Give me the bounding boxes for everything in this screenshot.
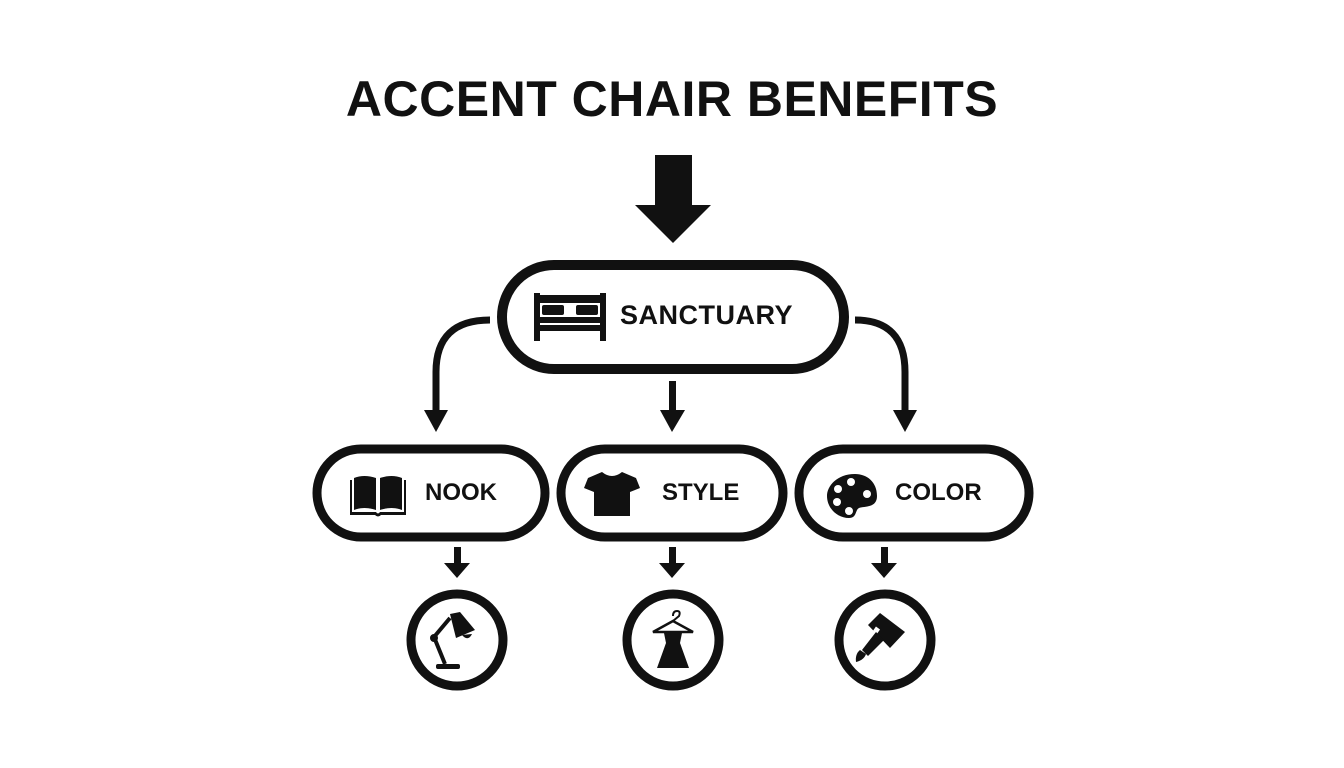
diagram-title: ACCENT CHAIR BENEFITS <box>345 71 999 127</box>
style-down-arrow <box>659 547 685 578</box>
desk-lamp-icon <box>430 612 475 669</box>
sanctuary-label: SANCTUARY <box>620 300 793 330</box>
color-node <box>794 444 1034 542</box>
palette-icon <box>827 474 877 518</box>
nook-leaf-circle <box>406 589 508 691</box>
paintbrush-icon <box>855 613 905 662</box>
connector-left <box>424 316 491 432</box>
connector-right <box>854 316 917 432</box>
t-shirt-icon <box>584 472 640 516</box>
connector-center <box>660 381 685 432</box>
bed-icon <box>534 293 606 341</box>
nook-down-arrow <box>444 547 470 578</box>
title-down-arrow <box>635 155 711 243</box>
style-label: STYLE <box>662 479 740 506</box>
dress-on-hanger-icon <box>652 609 694 668</box>
nook-label: NOOK <box>425 479 497 506</box>
color-down-arrow <box>871 547 897 578</box>
open-book-icon <box>350 476 406 517</box>
color-label: COLOR <box>895 479 982 506</box>
sanctuary-node <box>497 260 849 374</box>
